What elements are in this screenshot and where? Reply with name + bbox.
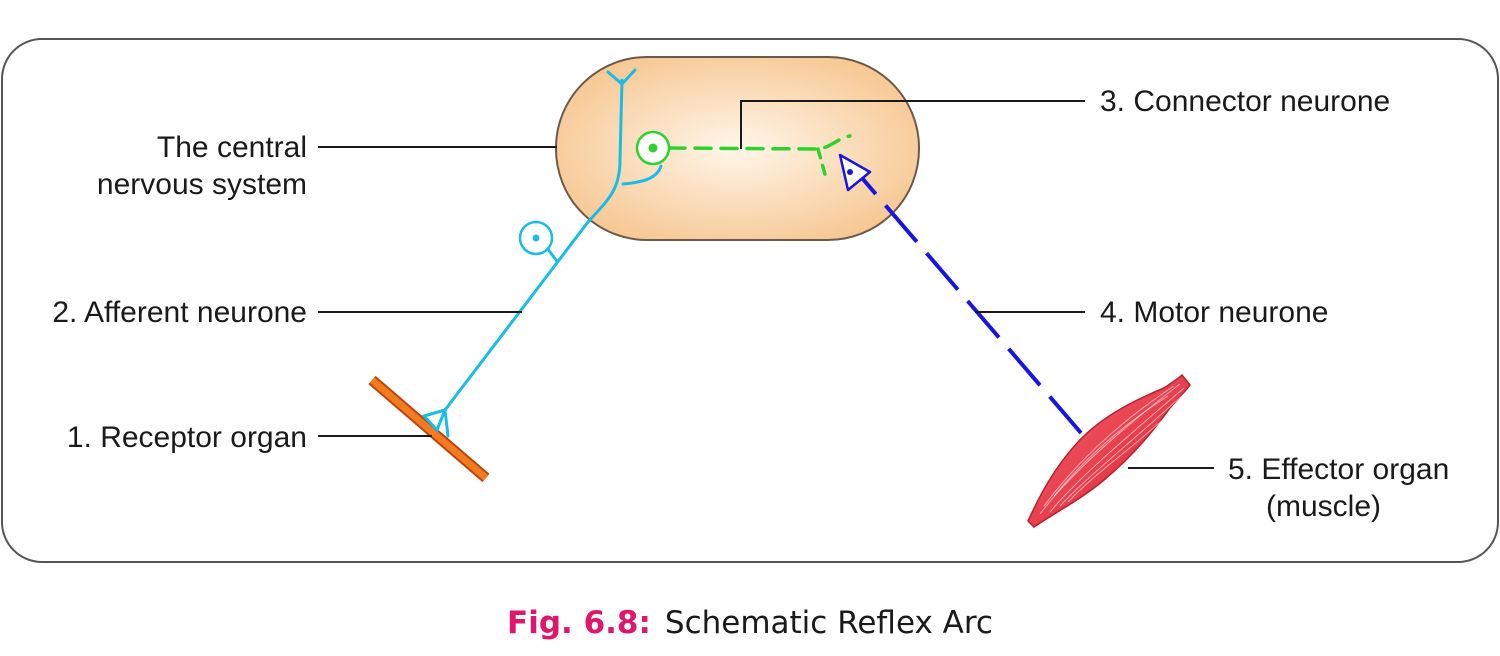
connector-neurone-path (667, 134, 852, 180)
afferent-neurone-path (421, 68, 663, 438)
label-effector-organ-line1: 5. Effector organ (1228, 453, 1449, 486)
label-receptor-organ: 1. Receptor organ (67, 421, 307, 454)
leader-line-connector (740, 100, 1085, 149)
afferent-cell-body (518, 220, 554, 256)
motor-neurone-path (860, 176, 1083, 435)
label-motor-neurone: 4. Motor neurone (1100, 296, 1328, 329)
label-cns-line1: The central (157, 131, 307, 164)
label-connector-neurone: 3. Connector neurone (1100, 85, 1390, 118)
figure-title: Schematic Reflex Arc (665, 605, 993, 641)
connector-cell-body (635, 130, 671, 166)
receptor-organ-shape (368, 375, 490, 483)
figure-caption: Fig. 6.8: Schematic Reflex Arc (507, 605, 993, 641)
figure-number: Fig. 6.8: (507, 605, 651, 641)
motor-cell-body (838, 153, 872, 192)
leader-lines (318, 100, 1214, 469)
label-cns-line2: nervous system (97, 168, 307, 201)
label-afferent-neurone: 2. Afferent neurone (52, 296, 307, 329)
label-effector-organ-line2: (muscle) (1266, 490, 1381, 523)
effector-muscle-shape (1027, 373, 1191, 528)
